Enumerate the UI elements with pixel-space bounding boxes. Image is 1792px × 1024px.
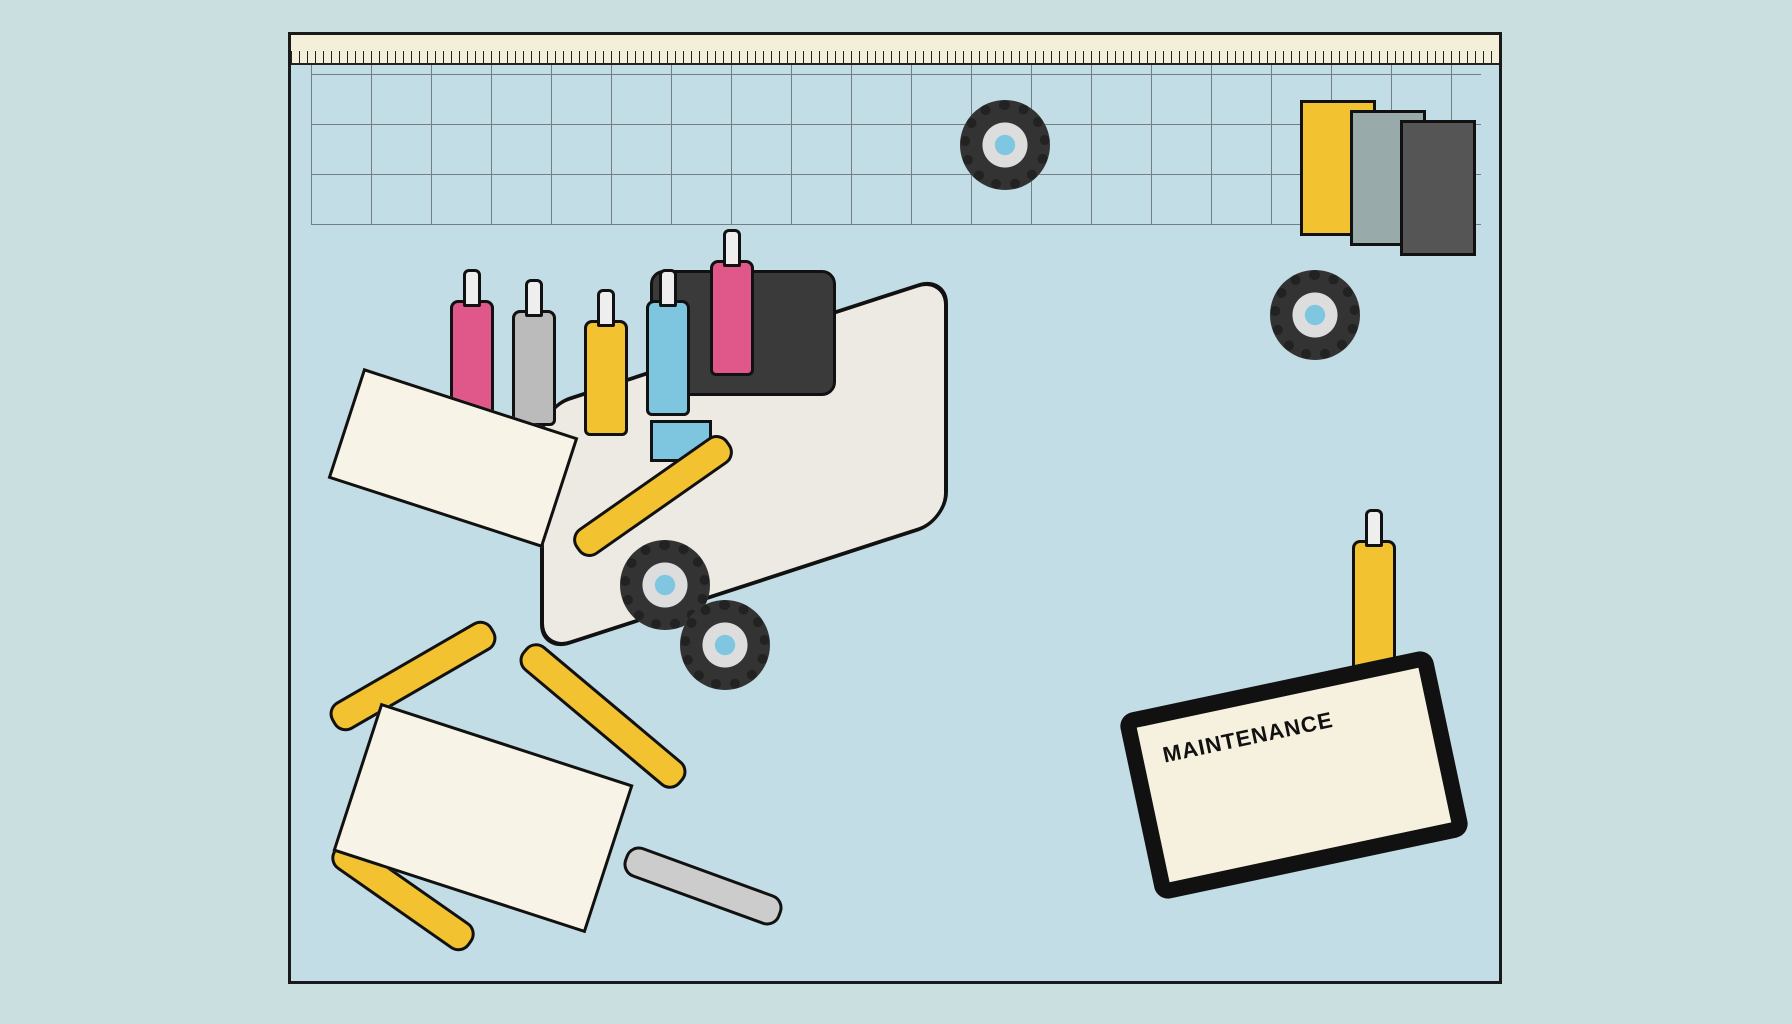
tablet-title: MAINTENANCE <box>1160 706 1336 768</box>
pink-ink-bottle <box>710 229 754 376</box>
gear-icon <box>1270 270 1360 360</box>
cyan-ink-bottle <box>646 269 690 416</box>
ink-cartridge <box>1400 120 1476 256</box>
gray-ink-bottle <box>512 279 556 426</box>
gear-icon <box>680 600 770 690</box>
yellow-ink-bottle <box>584 289 628 436</box>
gear-icon <box>960 100 1050 190</box>
ruler <box>291 35 1499 65</box>
blueprint-grid <box>311 65 1481 225</box>
